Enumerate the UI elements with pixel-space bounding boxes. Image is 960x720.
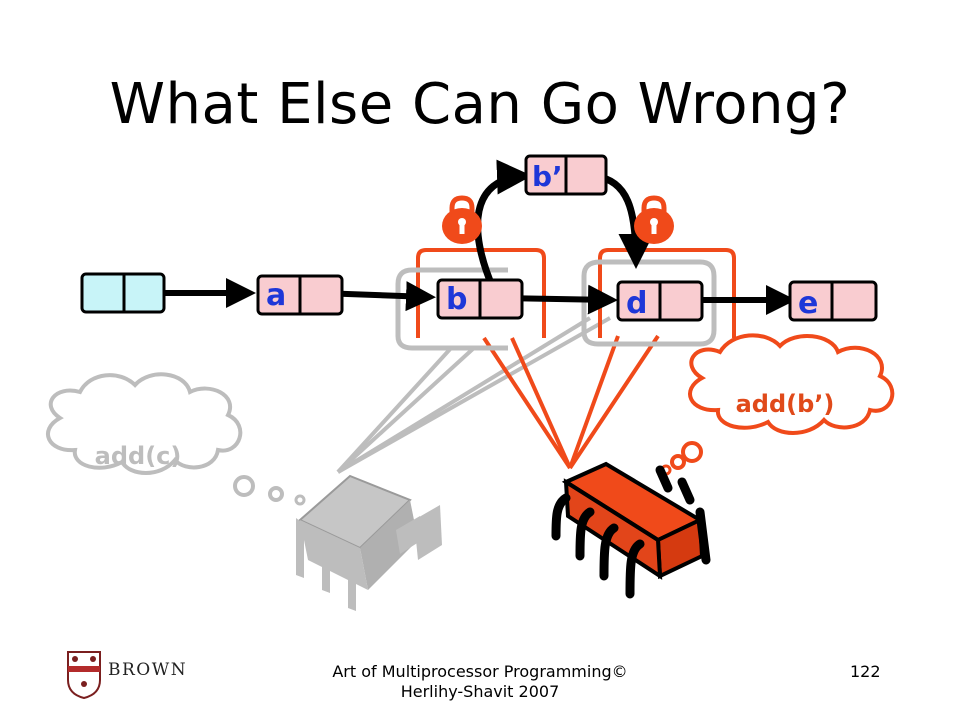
- gray-lock-outlines: [395, 259, 717, 351]
- node-b: b: [436, 278, 524, 320]
- node-bprime-label: b’: [532, 160, 563, 193]
- gray-thought-text: add(c): [95, 442, 182, 470]
- thread-chip-icon: [296, 474, 442, 611]
- node-d-label: d: [626, 286, 647, 321]
- brown-shield-icon: [67, 651, 101, 700]
- node-head: [80, 272, 166, 314]
- slide-footer: Art of Multiprocessor Programming© Herli…: [332, 662, 628, 701]
- node-bprime: b’: [524, 154, 608, 196]
- thought-cloud-icon: add(b’): [660, 333, 895, 476]
- node-e: e: [788, 280, 878, 322]
- node-b-label: b: [446, 282, 467, 317]
- node-e-label: e: [798, 286, 818, 321]
- gray-thread-lines: [336, 316, 611, 474]
- brown-logo-text: BROWN: [108, 660, 188, 680]
- lock-icon: [442, 195, 482, 244]
- node-d: d: [616, 280, 704, 322]
- red-thought-text: add(b’): [736, 390, 835, 418]
- red-thread-lines: [482, 334, 660, 470]
- node-a-label: a: [266, 278, 286, 313]
- thought-cloud-icon: add(c): [46, 372, 306, 506]
- lock-icon: [634, 195, 674, 244]
- node-a: a: [256, 274, 344, 316]
- slide-title: What Else Can Go Wrong?: [109, 72, 851, 137]
- page-number: 122: [850, 662, 881, 681]
- thread-chip-icon: [551, 461, 711, 599]
